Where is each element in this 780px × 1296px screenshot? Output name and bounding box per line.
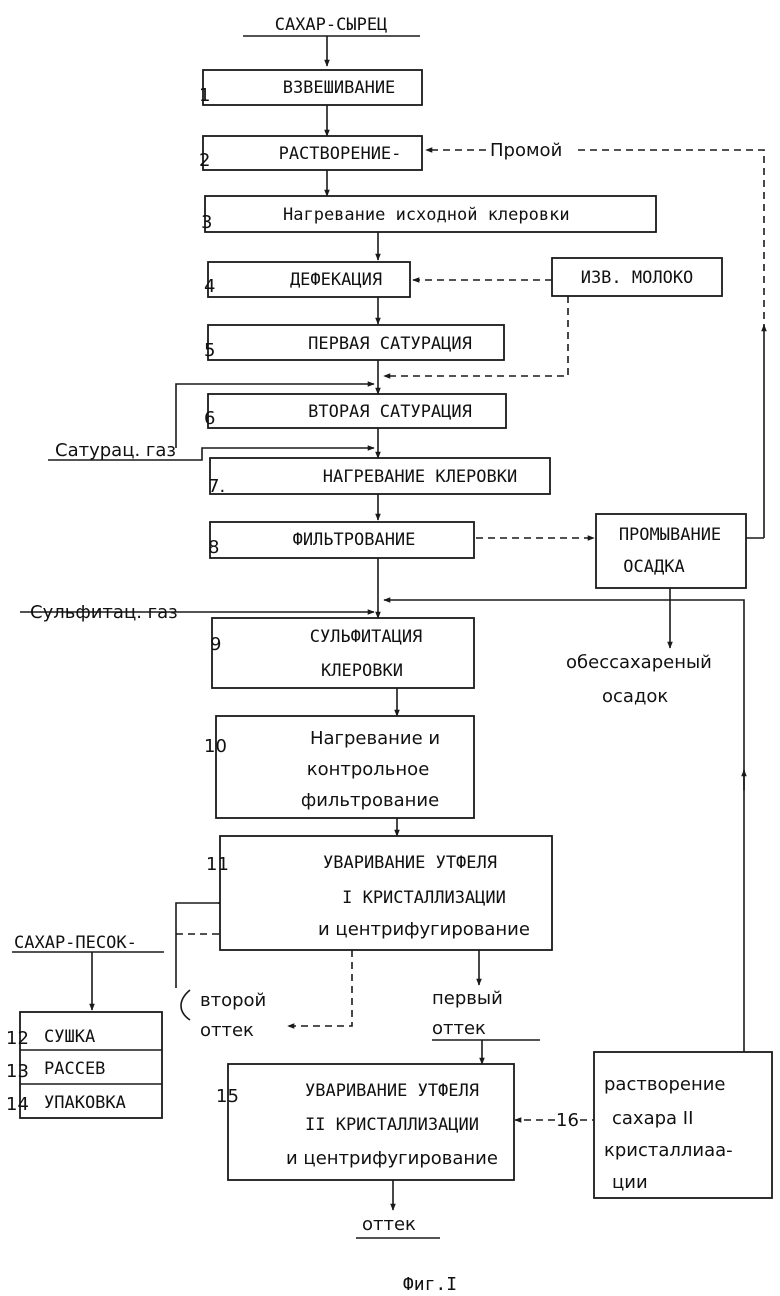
process-step-11: 11 УВАРИВАНИЕ УТФЕЛЯ I КРИСТАЛЛИЗАЦИИ и … <box>206 835 553 951</box>
desugared-label-line-2: осадок <box>602 686 668 707</box>
step-label-line-1: УВАРИВАНИЕ УТФЕЛЯ <box>305 1081 479 1101</box>
process-step-15: 15 УВАРИВАНИЕ УТФЕЛЯ II КРИСТАЛЛИЗАЦИИ и… <box>216 1063 515 1181</box>
finishing-step-14: 14 УПАКОВКА <box>6 1093 126 1115</box>
sulfitation-gas-label: Сульфитац. газ <box>30 602 178 623</box>
lime-milk-box: ИЗВ. МОЛОКО <box>551 257 723 297</box>
sugar-sand-label: САХАР-ПЕСОК- <box>14 933 137 953</box>
process-step-2: 2 РАСТВОРЕНИЕ- <box>199 135 423 171</box>
step-label-line-2: КЛЕРОВКИ <box>321 661 403 681</box>
step-number: 6 <box>204 408 215 429</box>
step-label-line-3: фильтрование <box>301 790 439 811</box>
dissolution-label-line-4: ции <box>612 1172 648 1193</box>
line-16-label: 16 <box>556 1110 579 1131</box>
step-label-line-2: I КРИСТАЛЛИЗАЦИИ <box>342 888 506 908</box>
process-step-8: 8 ФИЛЬТРОВАНИЕ <box>208 521 475 559</box>
step-number: 4 <box>204 276 215 297</box>
second-runoff-line-1: второй <box>200 990 266 1011</box>
dissolution-label-line-1: растворение <box>604 1074 726 1095</box>
finishing-step-12: 12 СУШКА <box>6 1027 95 1049</box>
step-label: РАССЕВ <box>44 1059 105 1079</box>
runoff-label: оттек <box>362 1214 416 1235</box>
step-number: 1 <box>199 85 210 106</box>
step-label-line-3: и центрифугирование <box>286 1148 498 1169</box>
step-number: 11 <box>206 854 229 875</box>
connectors <box>12 35 767 1239</box>
process-step-4: 4 ДЕФЕКАЦИЯ <box>204 261 411 298</box>
step-label: ДЕФЕКАЦИЯ <box>290 270 382 290</box>
process-step-10: 10 Нагревание и контрольное фильтрование <box>204 715 475 819</box>
process-step-1: 1 ВЗВЕШИВАНИЕ <box>199 69 423 106</box>
step-label-line-2: II КРИСТАЛЛИЗАЦИИ <box>305 1115 479 1135</box>
process-step-6: 6 ВТОРАЯ САТУРАЦИЯ <box>204 393 507 429</box>
process-step-3: 3 Нагревание исходной клеровки <box>201 195 657 233</box>
input-label: САХАР-СЫРЕЦ <box>275 15 388 35</box>
dissolution-label-line-3: кристаллиаа- <box>604 1140 733 1161</box>
step-number: 5 <box>204 340 215 361</box>
step-label-line-3: и центрифугирование <box>318 919 530 940</box>
step-label: НАГРЕВАНИЕ КЛЕРОВКИ <box>323 467 517 487</box>
second-runoff-line-2: оттек <box>200 1020 254 1041</box>
figure-caption: Фиг.I <box>403 1274 457 1295</box>
step-number: 14 <box>6 1094 29 1115</box>
step-number: 8 <box>208 537 219 558</box>
step-label: СУШКА <box>44 1027 95 1047</box>
step-label: ПЕРВАЯ САТУРАЦИЯ <box>308 334 472 354</box>
step-number: 9 <box>210 634 221 655</box>
step-label-line-2: контрольное <box>307 759 430 780</box>
finishing-step-13: 13 РАССЕВ <box>6 1059 105 1082</box>
lime-milk-label: ИЗВ. МОЛОКО <box>581 268 694 288</box>
desugared-label-line-1: обессахареный <box>566 652 712 673</box>
first-runoff-line-2: оттек <box>432 1018 486 1039</box>
step-number: 12 <box>6 1028 29 1049</box>
washing-label-line-1: ПРОМЫВАНИЕ <box>619 525 721 545</box>
washing-box: ПРОМЫВАНИЕ ОСАДКА <box>595 513 747 589</box>
first-runoff-line-1: первый <box>432 988 503 1009</box>
finishing-stack: 12 СУШКА 13 РАССЕВ 14 УПАКОВКА <box>6 1011 163 1119</box>
step-label-line-1: УВАРИВАНИЕ УТФЕЛЯ <box>323 853 497 873</box>
process-step-7: 7. НАГРЕВАНИЕ КЛЕРОВКИ <box>208 457 551 497</box>
dissolution-label-line-2: сахара II <box>612 1108 693 1129</box>
step-number: 3 <box>201 212 212 233</box>
step-number: 10 <box>204 736 227 757</box>
step-label: ВТОРАЯ САТУРАЦИЯ <box>308 402 472 422</box>
step-label: РАСТВОРЕНИЕ- <box>279 144 402 164</box>
step-label: УПАКОВКА <box>44 1093 126 1113</box>
step-number: 13 <box>6 1061 29 1082</box>
step-label-line-1: СУЛЬФИТАЦИЯ <box>310 627 423 647</box>
process-step-5: 5 ПЕРВАЯ САТУРАЦИЯ <box>204 324 505 361</box>
step-label: ФИЛЬТРОВАНИЕ <box>293 530 416 550</box>
step-label: Нагревание исходной клеровки <box>283 205 570 225</box>
dissolution-box: растворение сахара II кристаллиаа- ции <box>593 1051 773 1199</box>
wash-water-label: Промой <box>490 140 562 161</box>
step-number: 2 <box>199 150 210 171</box>
step-label-line-1: Нагревание и <box>310 728 440 749</box>
step-number: 15 <box>216 1086 239 1107</box>
step-label: ВЗВЕШИВАНИЕ <box>283 78 396 98</box>
saturation-gas-label: Сатурац. газ <box>55 440 176 461</box>
washing-label-line-2: ОСАДКА <box>623 557 684 577</box>
step-number: 7. <box>208 476 225 497</box>
process-step-9: 9 СУЛЬФИТАЦИЯ КЛЕРОВКИ <box>210 617 475 689</box>
